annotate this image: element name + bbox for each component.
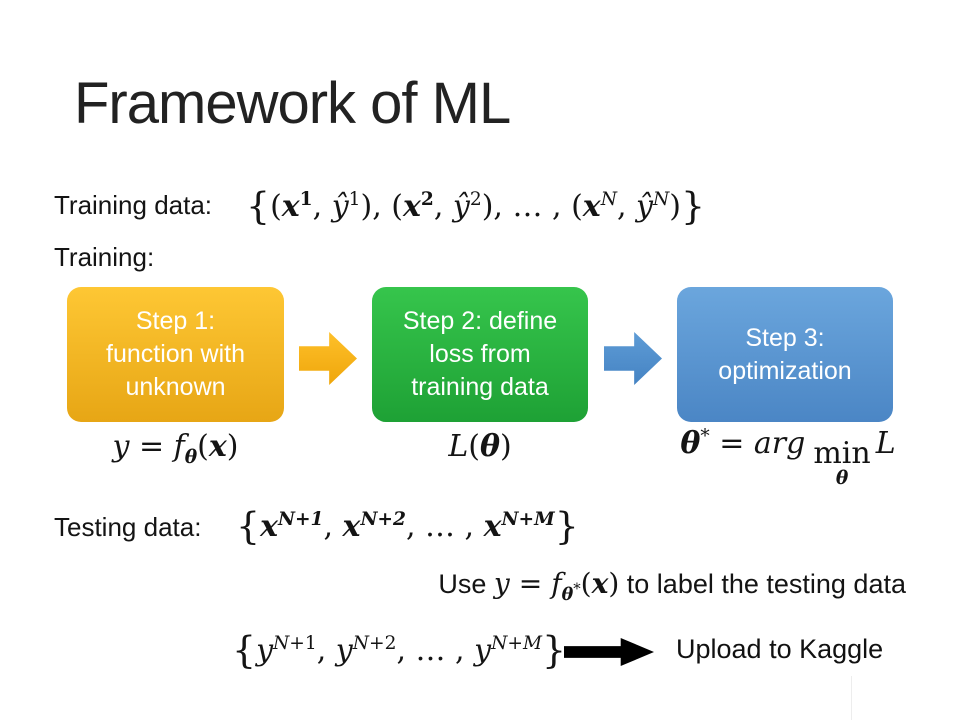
- step3-box: Step 3:optimization: [677, 287, 893, 422]
- output-math: {yN+1, yN+2, … , yN+M}: [232, 628, 567, 672]
- training-data-math: {(x1, ŷ1), (x2, ŷ2), … , (xN, ŷN)}: [246, 184, 706, 228]
- page-title: Framework of ML: [74, 71, 511, 136]
- use-function-line: Use y = fθ*(x) to label the testing data: [438, 567, 906, 605]
- step1-formula: y = fθ(x): [112, 429, 239, 468]
- step3-label: Step 3:optimization: [718, 323, 852, 385]
- divider-line: [851, 676, 852, 720]
- right-arrow-icon: [299, 332, 357, 385]
- upload-arrow-icon: [564, 638, 654, 666]
- testing-data-label: Testing data:: [54, 512, 202, 542]
- training-label: Training:: [54, 242, 155, 272]
- testing-data-math: {xN+1, xN+2, … , xN+M}: [236, 504, 579, 548]
- right-arrow-icon: [604, 332, 662, 385]
- step2-formula: L(θ): [448, 429, 512, 464]
- upload-label: Upload to Kaggle: [676, 634, 884, 664]
- training-data-label: Training data:: [54, 190, 213, 220]
